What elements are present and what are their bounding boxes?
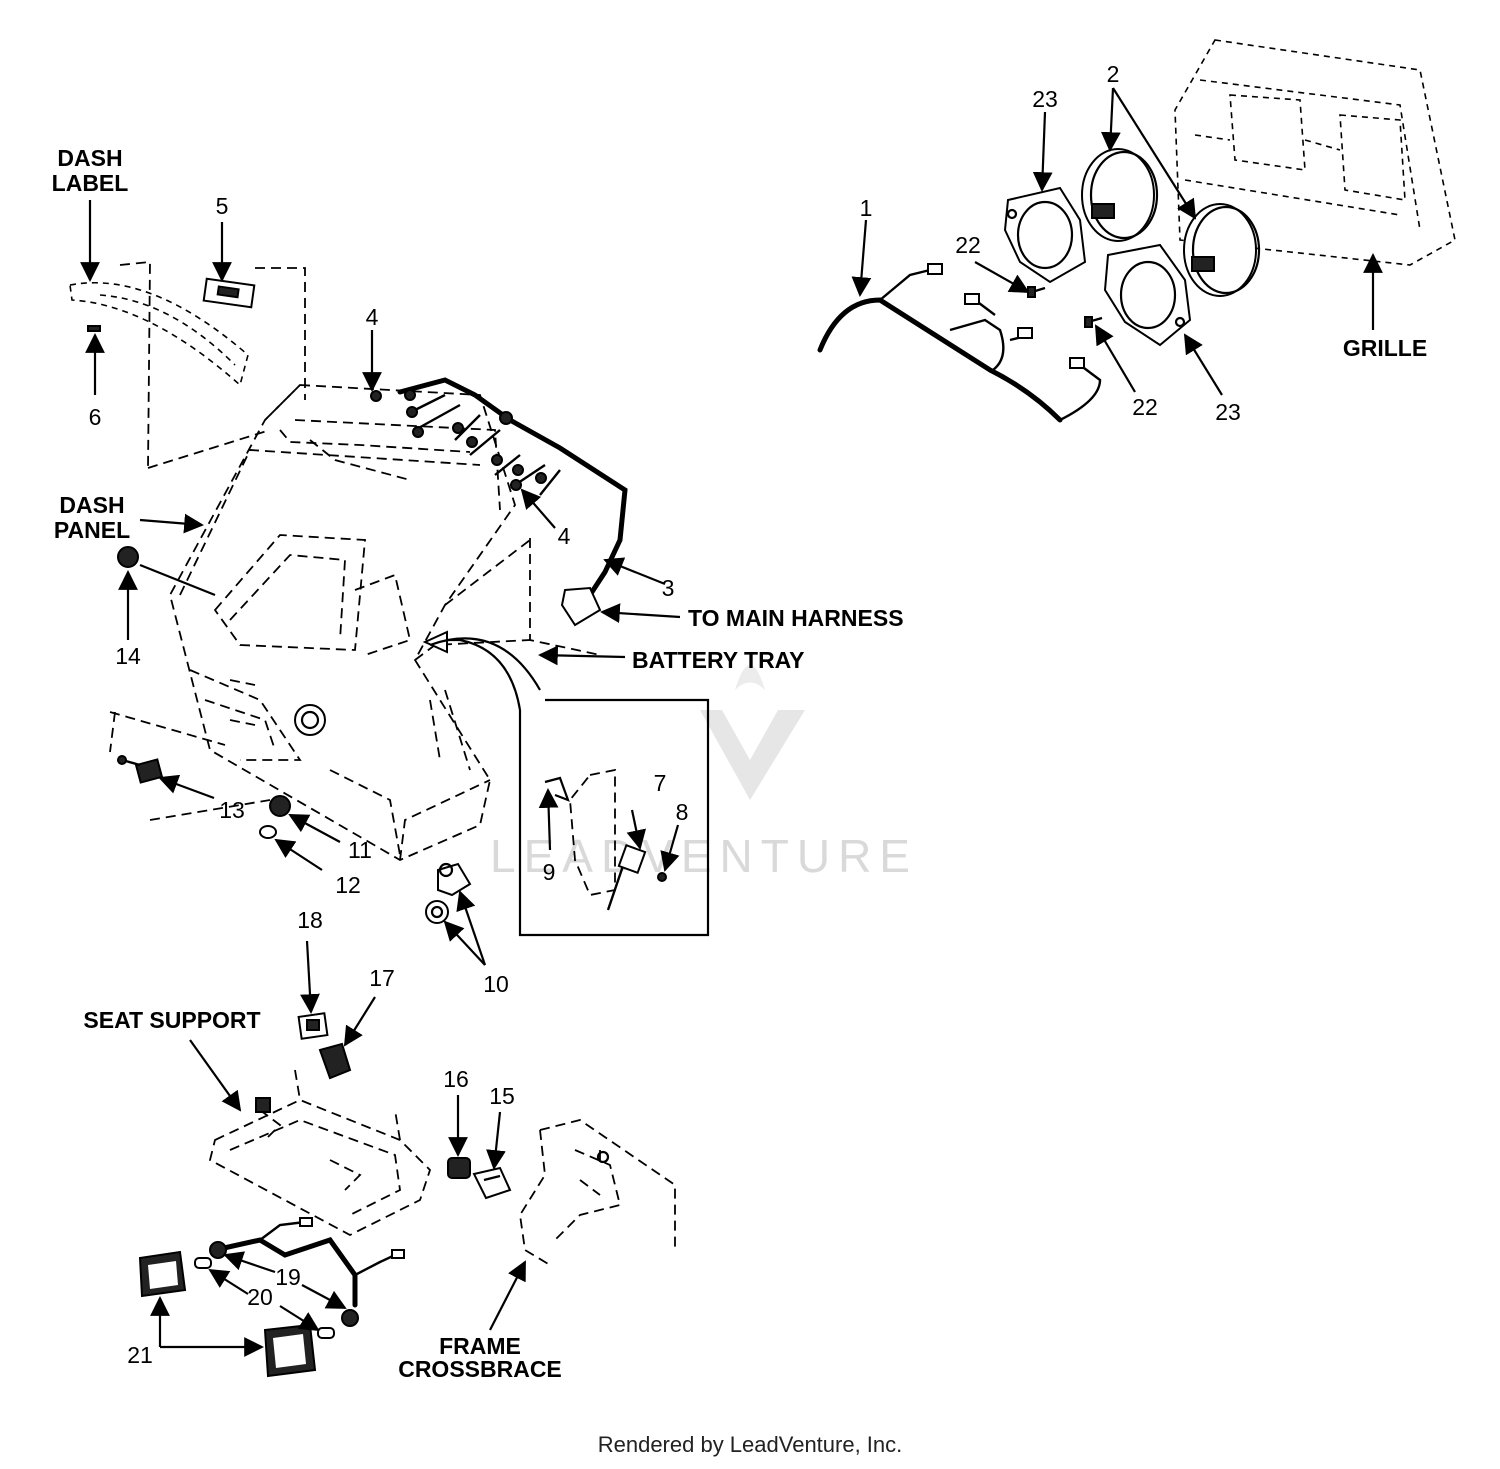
- callout-22-upper: 22: [955, 232, 981, 258]
- callout-12: 12: [335, 872, 361, 898]
- grommet-4-mid: [510, 479, 522, 491]
- battery-tray-title: BATTERY TRAY: [632, 647, 805, 673]
- frame-crossbrace-part: [519, 1119, 676, 1266]
- ignition-switch-on-dash: [294, 704, 326, 736]
- callout-10: 10: [483, 971, 509, 997]
- callout-15: 15: [489, 1083, 515, 1109]
- headlight-harness: [817, 263, 1102, 423]
- dash-wiring-harness: [397, 377, 628, 627]
- callout-13: 13: [219, 797, 245, 823]
- grille-title: GRILLE: [1343, 335, 1427, 361]
- callout-2: 2: [1107, 61, 1120, 87]
- dash-label-title-line2: LABEL: [52, 170, 129, 196]
- bulb-part-20-upper: [194, 1257, 212, 1269]
- leader-lines: [80, 87, 1383, 1357]
- callout-1: 1: [860, 195, 873, 221]
- relay-part-18: [297, 1012, 329, 1040]
- callout-14: 14: [115, 643, 141, 669]
- dash-panel-title-line1: DASH: [59, 492, 124, 518]
- plug-part-14: [117, 546, 216, 597]
- callout-23-upper: 23: [1032, 86, 1058, 112]
- callout-20: 20: [247, 1284, 273, 1310]
- connector-part-15: [472, 1166, 512, 1200]
- footer-credit: Rendered by LeadVenture, Inc.: [597, 1432, 903, 1457]
- screw-22-lower: [1084, 316, 1103, 328]
- callout-6: 6: [89, 404, 102, 430]
- callout-4-mid: 4: [558, 523, 571, 549]
- callout-5: 5: [216, 193, 229, 219]
- ignition-switch-part-10: [425, 862, 472, 924]
- callout-8: 8: [676, 799, 689, 825]
- dash-label-part: [69, 277, 256, 387]
- dash-panel-part: [169, 384, 531, 862]
- assembly-guide-lines: [109, 538, 601, 821]
- headlight-bracket-upper: [1003, 186, 1087, 284]
- washer-part-12: [259, 825, 277, 839]
- callout-11: 11: [348, 837, 372, 863]
- callout-7: 7: [654, 770, 667, 796]
- screw-22-upper: [1027, 286, 1046, 298]
- callout-9: 9: [543, 859, 556, 885]
- callout-23-lower: 23: [1215, 399, 1241, 425]
- dash-label-title-line1: DASH: [57, 145, 122, 171]
- callout-22-lower: 22: [1132, 394, 1158, 420]
- frame-crossbrace-title-line2: CROSSBRACE: [398, 1356, 562, 1382]
- grille-part: [1174, 39, 1456, 266]
- headlight-left: [1081, 148, 1159, 242]
- inset-detail-box: [518, 698, 710, 937]
- headlight-bracket-lower: [1103, 243, 1192, 347]
- lens-part-21-upper: [138, 1250, 187, 1298]
- bulb-part-20-lower: [317, 1327, 335, 1339]
- lens-part-21-lower: [263, 1323, 317, 1378]
- callout-17: 17: [369, 965, 395, 991]
- switch-part-13: [117, 755, 164, 784]
- watermark-text: LEADVENTURE: [490, 830, 918, 882]
- frame-crossbrace-title-line1: FRAME: [439, 1333, 521, 1359]
- dash-label-bracket-lines: [119, 261, 306, 469]
- headlight-right: [1183, 203, 1261, 297]
- seat-support-title: SEAT SUPPORT: [83, 1007, 260, 1033]
- callout-4-top: 4: [366, 304, 379, 330]
- callout-18: 18: [297, 907, 323, 933]
- callout-19: 19: [275, 1264, 301, 1290]
- battery-tray-arrow: [422, 630, 541, 711]
- watermark-logo: LEADVENTURE: [490, 665, 918, 882]
- callout-3: 3: [662, 575, 675, 601]
- socket-part-16: [447, 1157, 471, 1179]
- grommet-4-top: [370, 390, 382, 402]
- dash-panel-title-line2: PANEL: [54, 517, 130, 543]
- to-main-harness-title: TO MAIN HARNESS: [688, 605, 904, 631]
- callout-21: 21: [127, 1342, 153, 1368]
- tail-light-harness: [209, 1217, 405, 1327]
- knob-part-11: [269, 795, 291, 817]
- relay-part-17: [318, 1042, 352, 1080]
- callout-16: 16: [443, 1066, 469, 1092]
- seat-support-part: [208, 1069, 432, 1237]
